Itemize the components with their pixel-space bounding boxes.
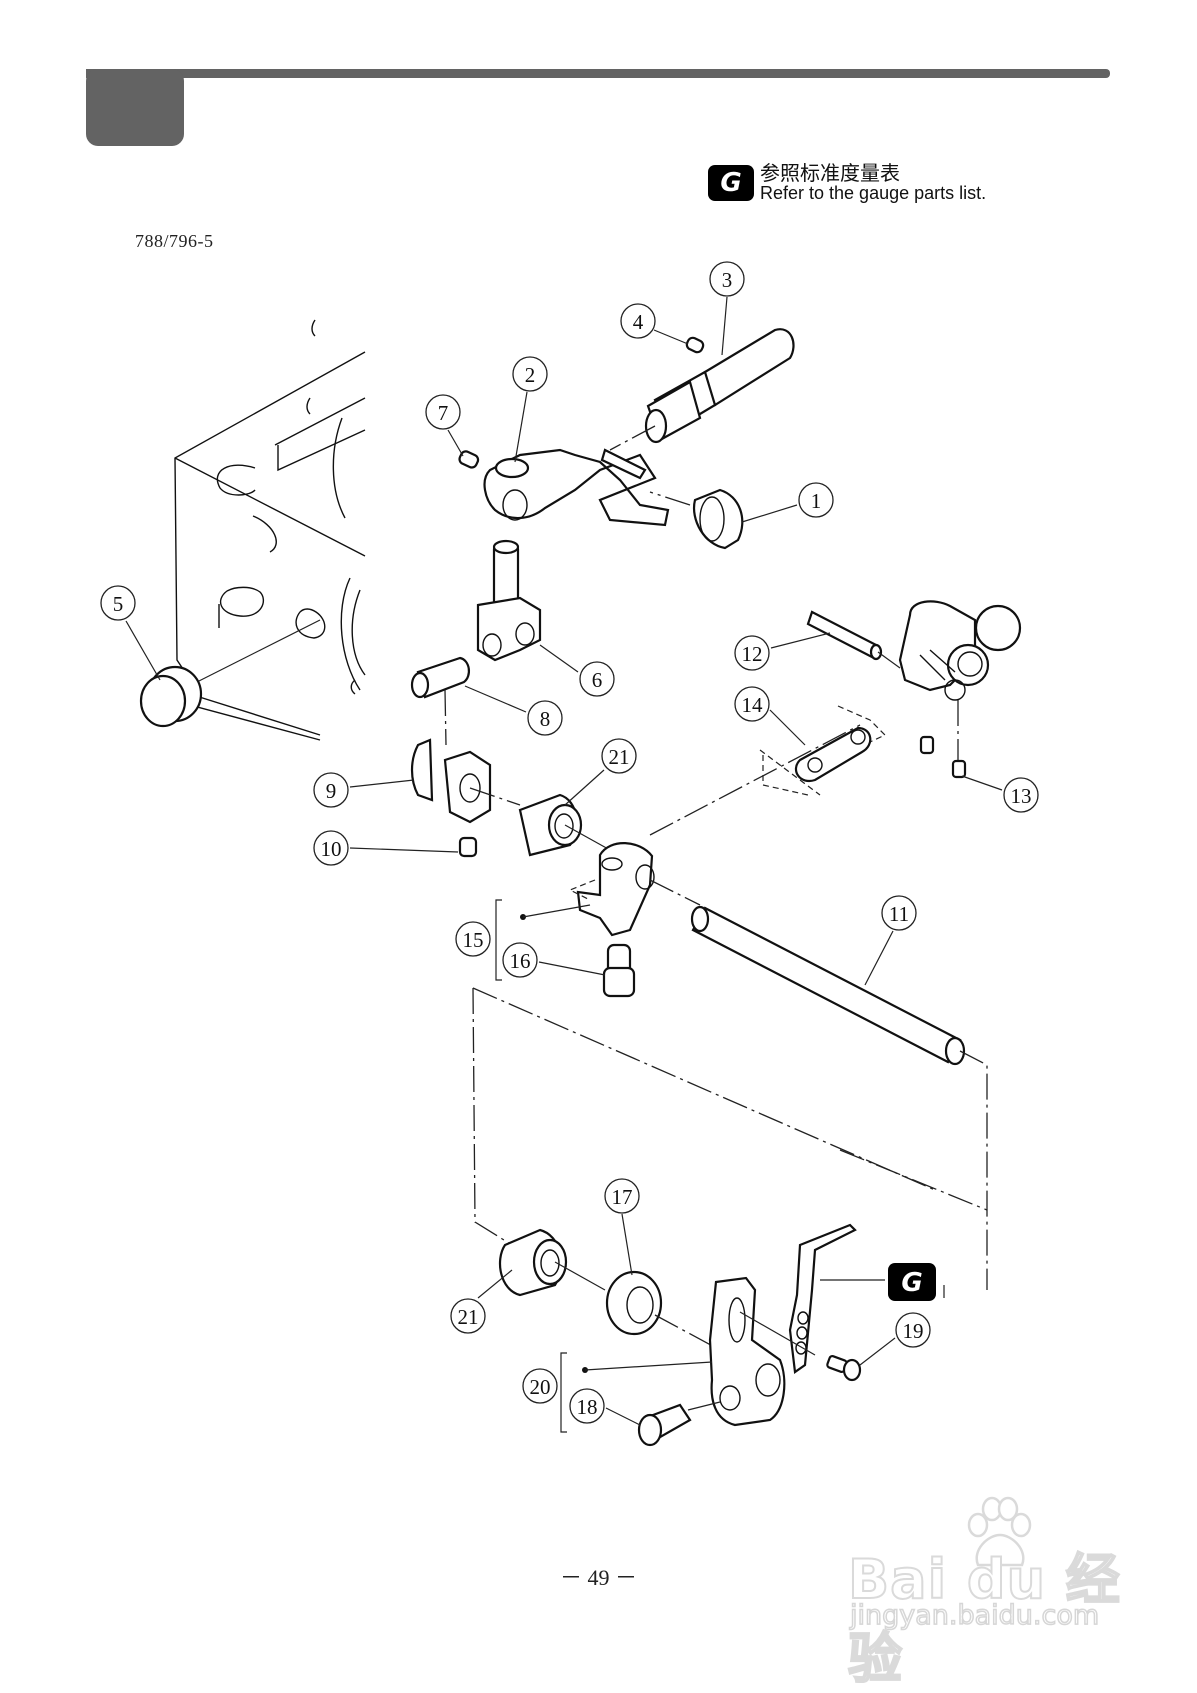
- svg-text:1: 1: [811, 489, 822, 513]
- gauge-bracket: [739, 1223, 857, 1374]
- part-16-screw: [602, 943, 636, 998]
- callout-19: 19: [895, 1312, 931, 1348]
- callout-9: 9: [313, 772, 349, 808]
- callout-4: 4: [620, 303, 656, 339]
- group-bracket-15: [495, 899, 502, 981]
- callout-14: 14: [734, 686, 770, 722]
- svg-text:15: 15: [463, 928, 484, 952]
- part-14-link: [759, 705, 887, 796]
- svg-text:21: 21: [609, 745, 630, 769]
- svg-text:12: 12: [742, 642, 763, 666]
- callout-18: 18: [569, 1388, 605, 1424]
- callout-21-top: 21: [601, 738, 637, 774]
- upper-right-assembly: [898, 600, 1022, 701]
- part-21-bushing-bottom: [498, 1228, 606, 1297]
- svg-text:17: 17: [612, 1185, 633, 1209]
- group-bracket-20: [560, 1352, 567, 1433]
- callout-6: 6: [579, 661, 615, 697]
- callout-10: 10: [313, 830, 349, 866]
- header-rule: [86, 69, 1110, 78]
- model-code: 788/796-5: [135, 231, 214, 251]
- part-7-screw: [458, 450, 480, 469]
- page-number: － 49 －: [560, 1565, 638, 1590]
- part-20-arm: [708, 1276, 786, 1427]
- part-11-rod: [690, 905, 966, 1066]
- paw-icon: [967, 1496, 1032, 1567]
- callout-2: 2: [512, 356, 548, 392]
- callout-15: 15: [455, 921, 491, 957]
- svg-text:11: 11: [889, 902, 909, 926]
- callout-12: 12: [734, 635, 770, 671]
- svg-text:4: 4: [633, 310, 644, 334]
- part-5-cap: [139, 665, 203, 728]
- svg-text:7: 7: [438, 401, 449, 425]
- part-17-washer: [605, 1270, 721, 1351]
- part-9-block: [410, 738, 521, 824]
- gauge-badge-icon: G: [708, 164, 754, 201]
- leader-lines: [125, 296, 1003, 1426]
- svg-text:14: 14: [742, 693, 764, 717]
- part-10-screw: [458, 836, 478, 858]
- callout-13: 13: [1003, 777, 1039, 813]
- svg-text:6: 6: [592, 668, 603, 692]
- callout-11: 11: [881, 895, 917, 931]
- machine-body: [174, 319, 366, 741]
- gauge-callout-icon: G: [888, 1263, 945, 1301]
- gauge-note-en: Refer to the gauge parts list.: [760, 183, 987, 203]
- part-8-pin: [410, 656, 470, 746]
- part-4-set-screw: [685, 336, 705, 354]
- svg-text:5: 5: [113, 592, 124, 616]
- svg-text:21: 21: [458, 1305, 479, 1329]
- section-tab: [86, 69, 184, 146]
- callout-17: 17: [604, 1178, 640, 1214]
- callout-1: 1: [798, 482, 834, 518]
- part-3-shaft: [609, 328, 795, 451]
- svg-text:19: 19: [903, 1319, 924, 1343]
- callout-20: 20: [522, 1368, 558, 1404]
- svg-text:10: 10: [321, 837, 342, 861]
- part-19-screw: [826, 1355, 862, 1382]
- part-21-bushing-top: [518, 793, 611, 857]
- svg-text:16: 16: [510, 949, 531, 973]
- baidu-watermark: Bai du 经验 jingyan.baidu.com: [847, 1495, 1128, 1691]
- svg-text:2: 2: [525, 363, 536, 387]
- part-15-clamp: [568, 842, 701, 937]
- svg-text:20: 20: [530, 1375, 551, 1399]
- callout-5: 5: [100, 585, 136, 621]
- callout-16: 16: [502, 942, 538, 978]
- svg-text:G: G: [901, 1268, 922, 1298]
- part-1-collar: [649, 488, 744, 550]
- svg-text:8: 8: [540, 707, 551, 731]
- svg-text:3: 3: [722, 268, 733, 292]
- svg-text:13: 13: [1011, 784, 1032, 808]
- callout-8: 8: [527, 700, 563, 736]
- part-18-screw: [637, 1401, 721, 1447]
- part-2-fork: [483, 448, 670, 527]
- gauge-note-zh: 参照标准度量表: [760, 161, 900, 185]
- callout-3: 3: [709, 261, 745, 297]
- callout-7: 7: [425, 394, 461, 430]
- gauge-note: G 参照标准度量表 Refer to the gauge parts list.: [708, 163, 986, 203]
- callout-21-bottom: 21: [450, 1298, 486, 1334]
- part-6-yoke: [476, 539, 542, 662]
- gauge-note-text: 参照标准度量表 Refer to the gauge parts list.: [760, 163, 986, 203]
- part-12-pin: [806, 610, 901, 669]
- part-13-screws: [919, 700, 967, 779]
- svg-text:9: 9: [326, 779, 337, 803]
- svg-text:18: 18: [577, 1395, 598, 1419]
- watermark-url: jingyan.baidu.com: [849, 1599, 1100, 1632]
